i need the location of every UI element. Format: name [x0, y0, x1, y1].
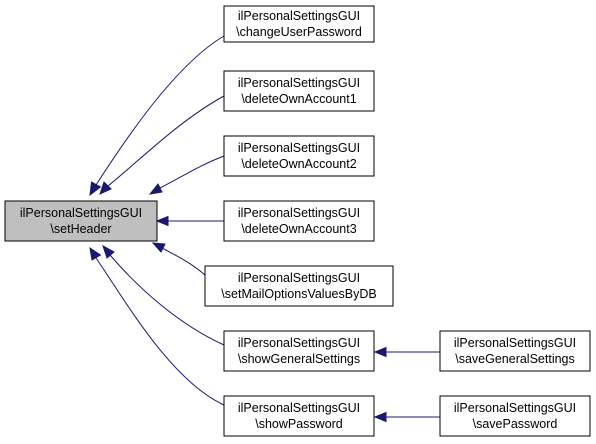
node-showPassword-line2: \showPassword: [255, 417, 343, 431]
node-changeUserPassword-line2: \changeUserPassword: [236, 25, 362, 39]
node-savePassword-line2: \savePassword: [473, 417, 558, 431]
node-deleteOwnAccount3-line2: \deleteOwnAccount3: [241, 222, 356, 236]
node-saveGeneralSettings-line1: ilPersonalSettingsGUI: [454, 336, 576, 350]
node-changeUserPassword[interactable]: ilPersonalSettingsGUI \changeUserPasswor…: [223, 5, 375, 43]
node-saveGeneralSettings[interactable]: ilPersonalSettingsGUI \saveGeneralSettin…: [439, 330, 591, 372]
node-setMailOptionsValuesByDB-line2: \setMailOptionsValuesByDB: [221, 287, 376, 301]
edge-deleteOwnAccount1-to-setHeader: [99, 95, 225, 195]
edge-showGeneralSettings-to-setHeader: [102, 244, 225, 346]
edge-showPassword-to-setHeader: [89, 246, 225, 406]
node-setHeader-line2: \setHeader: [50, 222, 111, 236]
node-setMailOptionsValuesByDB-line1: ilPersonalSettingsGUI: [238, 271, 360, 285]
node-deleteOwnAccount1[interactable]: ilPersonalSettingsGUI \deleteOwnAccount1: [223, 70, 375, 112]
node-deleteOwnAccount2-line2: \deleteOwnAccount2: [241, 157, 356, 171]
edge-saveGeneralSettings-to-showGeneralSettings: [373, 346, 440, 358]
node-deleteOwnAccount3[interactable]: ilPersonalSettingsGUI \deleteOwnAccount3: [223, 200, 375, 242]
node-deleteOwnAccount2[interactable]: ilPersonalSettingsGUI \deleteOwnAccount2: [223, 135, 375, 177]
node-setHeader[interactable]: ilPersonalSettingsGUI \setHeader: [4, 200, 158, 242]
node-saveGeneralSettings-line2: \saveGeneralSettings: [455, 352, 575, 366]
node-showGeneralSettings-line2: \showGeneralSettings: [238, 352, 360, 366]
node-deleteOwnAccount3-line1: ilPersonalSettingsGUI: [238, 206, 360, 220]
node-savePassword[interactable]: ilPersonalSettingsGUI \savePassword: [439, 395, 591, 437]
node-deleteOwnAccount1-line1: ilPersonalSettingsGUI: [238, 76, 360, 90]
node-showPassword[interactable]: ilPersonalSettingsGUI \showPassword: [223, 395, 375, 437]
edge-setMailOptionsValuesByDB-to-setHeader: [151, 242, 206, 276]
node-deleteOwnAccount1-line2: \deleteOwnAccount1: [241, 92, 356, 106]
node-showGeneralSettings[interactable]: ilPersonalSettingsGUI \showGeneralSettin…: [223, 330, 375, 372]
edge-savePassword-to-showPassword: [373, 411, 440, 423]
node-setMailOptionsValuesByDB[interactable]: ilPersonalSettingsGUI \setMailOptionsVal…: [204, 265, 394, 307]
edge-deleteOwnAccount3-to-setHeader: [155, 215, 224, 227]
edge-deleteOwnAccount2-to-setHeader: [148, 155, 225, 195]
node-savePassword-line1: ilPersonalSettingsGUI: [454, 401, 576, 415]
node-changeUserPassword-line1: ilPersonalSettingsGUI: [238, 9, 360, 23]
edge-changeUserPassword-to-setHeader: [89, 35, 225, 197]
node-showGeneralSettings-line1: ilPersonalSettingsGUI: [238, 336, 360, 350]
node-setHeader-line1: ilPersonalSettingsGUI: [20, 206, 142, 220]
node-deleteOwnAccount2-line1: ilPersonalSettingsGUI: [238, 141, 360, 155]
node-showPassword-line1: ilPersonalSettingsGUI: [238, 401, 360, 415]
